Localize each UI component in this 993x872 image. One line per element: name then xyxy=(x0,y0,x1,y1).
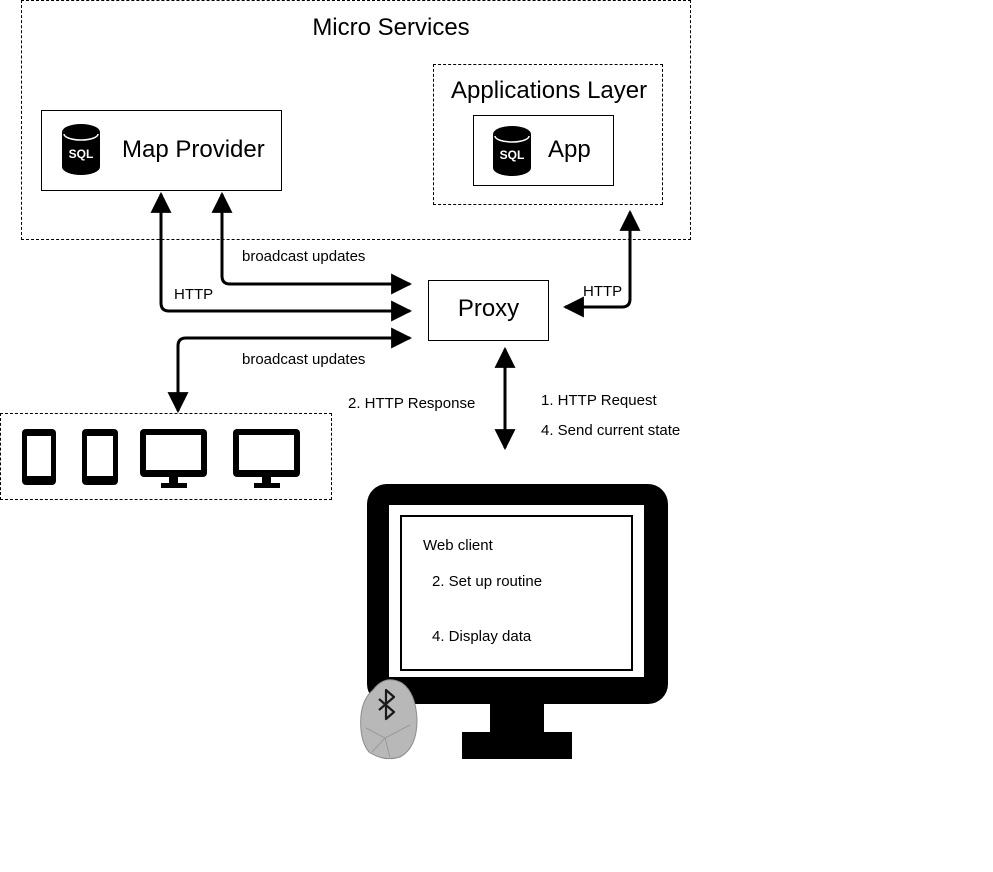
web-client-title: Web client xyxy=(423,537,493,554)
applications-layer-title: Applications Layer xyxy=(451,77,648,104)
edge-http-left xyxy=(150,191,413,322)
web-client-step-setup: 2. Set up routine xyxy=(432,573,543,590)
sql-label: SQL xyxy=(500,148,525,162)
label-http-response: 2. HTTP Response xyxy=(348,395,476,412)
proxy-label: Proxy xyxy=(457,295,520,322)
sql-label: SQL xyxy=(69,147,94,161)
proxy-node[interactable] xyxy=(428,280,549,341)
devices-group xyxy=(0,413,332,500)
label-http-left: HTTP xyxy=(174,286,214,303)
map-provider-label: Map Provider xyxy=(122,136,265,163)
desktop-monitor-icon xyxy=(233,429,300,488)
micro-services-title: Micro Services xyxy=(312,14,470,41)
app-label: App xyxy=(548,136,591,163)
label-http-request: 1. HTTP Request xyxy=(541,392,657,409)
desktop-monitor-icon xyxy=(140,429,207,488)
applications-layer-group xyxy=(433,64,663,205)
web-client-step-display: 4. Display data xyxy=(432,628,532,645)
label-broadcast-bottom: broadcast updates xyxy=(242,351,366,368)
smartphone-icon xyxy=(82,429,118,485)
edge-broadcast-bottom xyxy=(167,327,413,414)
label-broadcast-top: broadcast updates xyxy=(242,248,366,265)
label-http-right: HTTP xyxy=(583,283,623,300)
edge-http-right xyxy=(562,209,641,318)
smartphone-icon xyxy=(22,429,56,485)
label-send-state: 4. Send current state xyxy=(541,422,681,439)
